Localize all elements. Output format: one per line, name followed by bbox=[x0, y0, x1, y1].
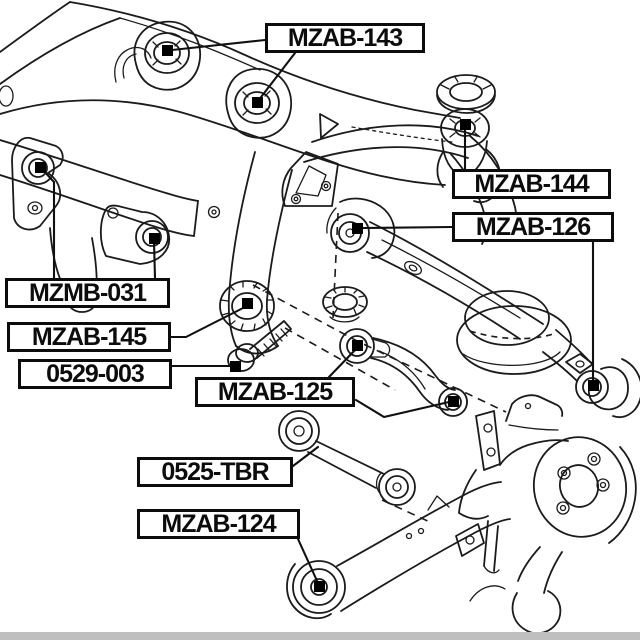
differential-mount-brackets-drawing bbox=[11, 136, 171, 265]
part-label-mzab-144: MZAB-144 bbox=[452, 169, 611, 199]
part-label-0529-003: 0529-003 bbox=[18, 359, 172, 389]
part-label-mzmb-031: MZMB-031 bbox=[5, 278, 170, 308]
marker-square bbox=[162, 45, 173, 56]
marker-square bbox=[448, 396, 459, 407]
upper-control-arm-drawing bbox=[339, 328, 468, 417]
part-label-mzab-126: MZAB-126 bbox=[452, 212, 614, 242]
marker-square bbox=[242, 298, 253, 309]
part-marker-squares bbox=[35, 45, 599, 592]
marker-square bbox=[588, 380, 599, 391]
marker-square bbox=[149, 233, 160, 244]
marker-square bbox=[314, 581, 325, 592]
part-label-0525-tbr: 0525-TBR bbox=[137, 457, 293, 487]
marker-square bbox=[35, 162, 46, 173]
marker-square bbox=[460, 119, 471, 130]
track-control-rod-drawing bbox=[278, 410, 416, 506]
part-label-mzab-125: MZAB-125 bbox=[195, 377, 355, 407]
marker-square bbox=[252, 97, 263, 108]
footer-strip bbox=[0, 632, 640, 640]
subframe-rear-mount-drawing bbox=[436, 74, 502, 204]
subframe-crossmember-drawing bbox=[0, 1, 518, 355]
lower-control-arm-drawing bbox=[326, 197, 640, 418]
callout-leader-lines bbox=[41, 38, 595, 585]
trailing-arm-drawing bbox=[286, 481, 511, 620]
part-label-mzab-124: MZAB-124 bbox=[137, 509, 300, 539]
part-label-mzab-143: MZAB-143 bbox=[265, 23, 425, 53]
knuckle-hub-drawing bbox=[458, 394, 637, 635]
marker-square bbox=[352, 223, 363, 234]
part-label-mzab-145: MZAB-145 bbox=[7, 322, 171, 352]
marker-square bbox=[230, 361, 241, 372]
marker-square bbox=[352, 340, 363, 351]
